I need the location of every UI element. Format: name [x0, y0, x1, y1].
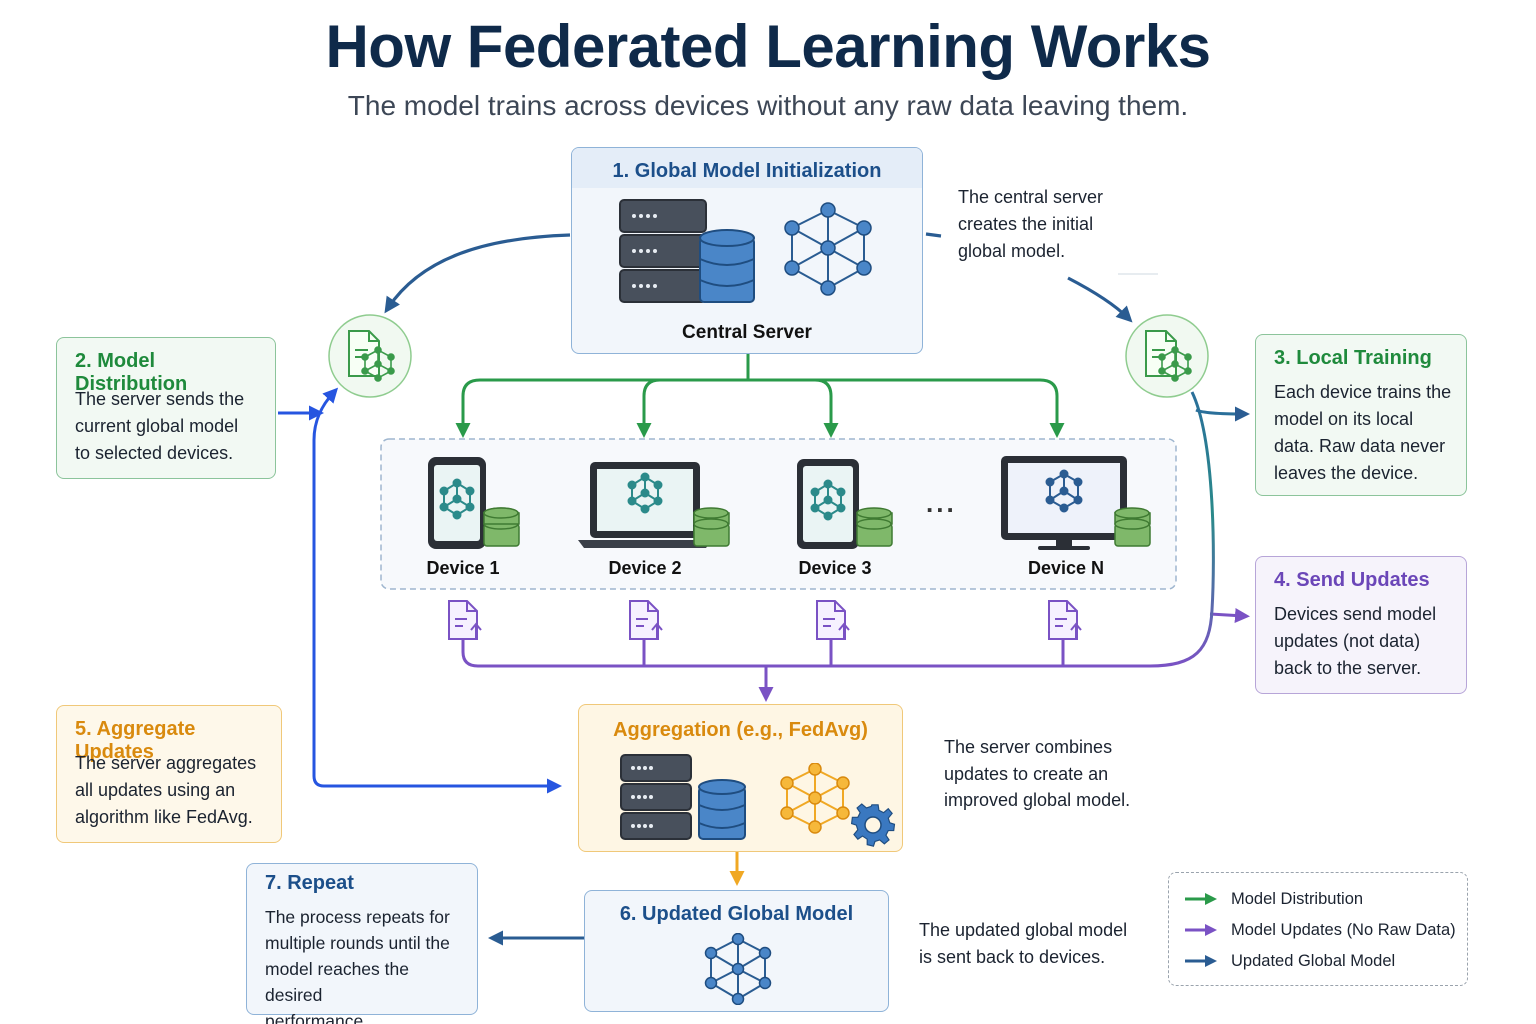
device-3-label: Device 3 — [798, 558, 872, 578]
to-local-training-arrow — [1195, 406, 1250, 422]
device-n-label: Device N — [1027, 558, 1105, 578]
distribution-arrows — [455, 354, 1065, 438]
aggregation-network-gear-icon — [780, 763, 896, 847]
aggregation-server-icon — [620, 754, 746, 840]
device-3-tablet-icon — [797, 459, 893, 549]
central-server-label: Central Server — [682, 322, 812, 343]
step-model-distribution: 2. Model Distribution The server sends t… — [56, 337, 276, 479]
updated-model-panel: 6. Updated Global Model — [584, 890, 889, 1012]
page-subtitle: The model trains across devices without … — [347, 90, 1189, 121]
green-arrow-icon — [1185, 893, 1217, 905]
device-1-label: Device 1 — [426, 558, 500, 578]
device-2-laptop-icon — [578, 462, 730, 548]
device-2-label: Device 2 — [608, 558, 682, 578]
server-rack-icon — [619, 199, 755, 303]
global-model-panel: 1. Global Model Initialization Central S… — [571, 147, 923, 354]
blue-arrow-icon — [1185, 955, 1217, 967]
legend-item-updates: Model Updates (No Raw Data) — [1183, 919, 1456, 941]
devices-container — [380, 438, 1177, 590]
server-to-training-arrow — [925, 232, 942, 238]
right-return-curve — [1149, 391, 1215, 668]
legend: Model Distribution Model Updates (No Raw… — [1168, 872, 1468, 986]
device-1-phone-icon — [428, 457, 520, 549]
purple-arrow-icon — [1185, 924, 1217, 936]
updated-network-icon — [704, 933, 772, 1005]
model-document-icon-right — [1125, 314, 1209, 398]
neural-network-icon — [784, 202, 872, 296]
legend-item-distribution: Model Distribution — [1183, 888, 1363, 910]
legend-item-updated-model: Updated Global Model — [1183, 950, 1395, 972]
update-document-icons — [448, 600, 1082, 640]
server-to-distribution-arrow — [384, 233, 571, 314]
step-aggregate-updates: 5. Aggregate Updates The server aggregat… — [56, 705, 282, 843]
update-arrows — [461, 607, 1250, 702]
note-to-training-arrow — [1067, 276, 1133, 323]
aggregation-title: Aggregation (e.g., FedAvg) — [613, 719, 868, 741]
model-document-icon-left — [328, 314, 412, 398]
step-local-training: 3. Local Training Each device trains the… — [1255, 334, 1467, 496]
more-devices-ellipsis: ... — [926, 488, 957, 518]
updated-model-title: 6. Updated Global Model — [619, 903, 854, 925]
global-model-title: 1. Global Model Initialization — [612, 160, 882, 182]
aggregation-panel: Aggregation (e.g., FedAvg) — [578, 704, 903, 852]
device-n-monitor-icon — [1001, 456, 1151, 550]
page-title: How Federated Learning Works — [325, 13, 1211, 80]
aggregate-loop-arrows — [278, 387, 562, 794]
